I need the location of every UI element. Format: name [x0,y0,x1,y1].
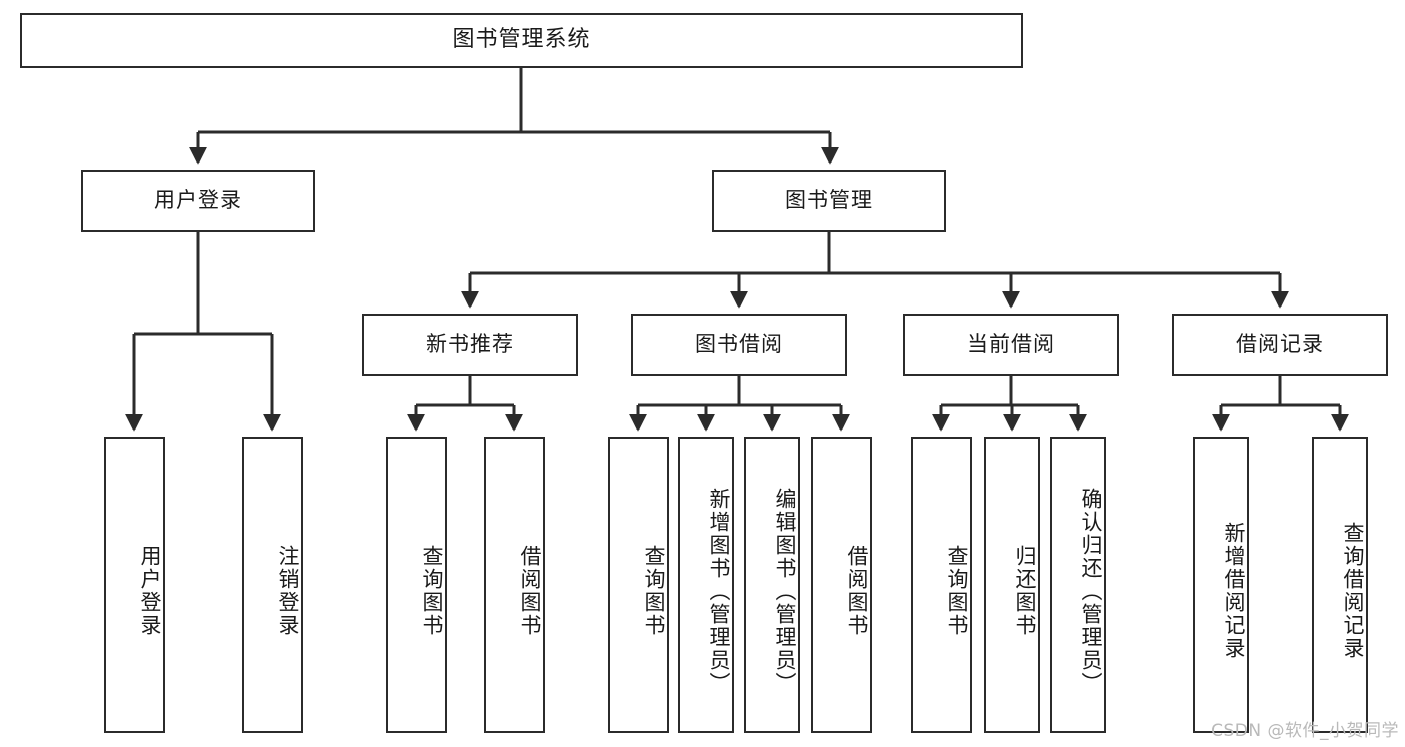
leaf-add-record[interactable]: 新增借阅记录 [1193,437,1249,733]
leaf-borrow-book-1[interactable]: 借阅图书 [484,437,545,733]
node-root[interactable]: 图书管理系统 [20,13,1023,68]
leaf-user-login[interactable]: 用户登录 [104,437,165,733]
node-book-borrow[interactable]: 图书借阅 [631,314,847,376]
leaf-query-book-2[interactable]: 查询图书 [608,437,669,733]
node-new-book-recommend[interactable]: 新书推荐 [362,314,578,376]
watermark: CSDN @软件_小贺同学 [1211,721,1399,741]
node-user-login[interactable]: 用户登录 [81,170,315,232]
leaf-add-book[interactable]: 新增图书（管理员） [678,437,734,733]
leaf-borrow-book-2[interactable]: 借阅图书 [811,437,872,733]
node-current-borrow[interactable]: 当前借阅 [903,314,1119,376]
node-borrow-record[interactable]: 借阅记录 [1172,314,1388,376]
leaf-logout[interactable]: 注销登录 [242,437,303,733]
leaf-query-record[interactable]: 查询借阅记录 [1312,437,1368,733]
node-book-manage[interactable]: 图书管理 [712,170,946,232]
leaf-edit-book[interactable]: 编辑图书（管理员） [744,437,800,733]
leaf-confirm-return[interactable]: 确认归还（管理员） [1050,437,1106,733]
leaf-query-book-1[interactable]: 查询图书 [386,437,447,733]
leaf-return-book[interactable]: 归还图书 [984,437,1040,733]
leaf-query-book-3[interactable]: 查询图书 [911,437,972,733]
